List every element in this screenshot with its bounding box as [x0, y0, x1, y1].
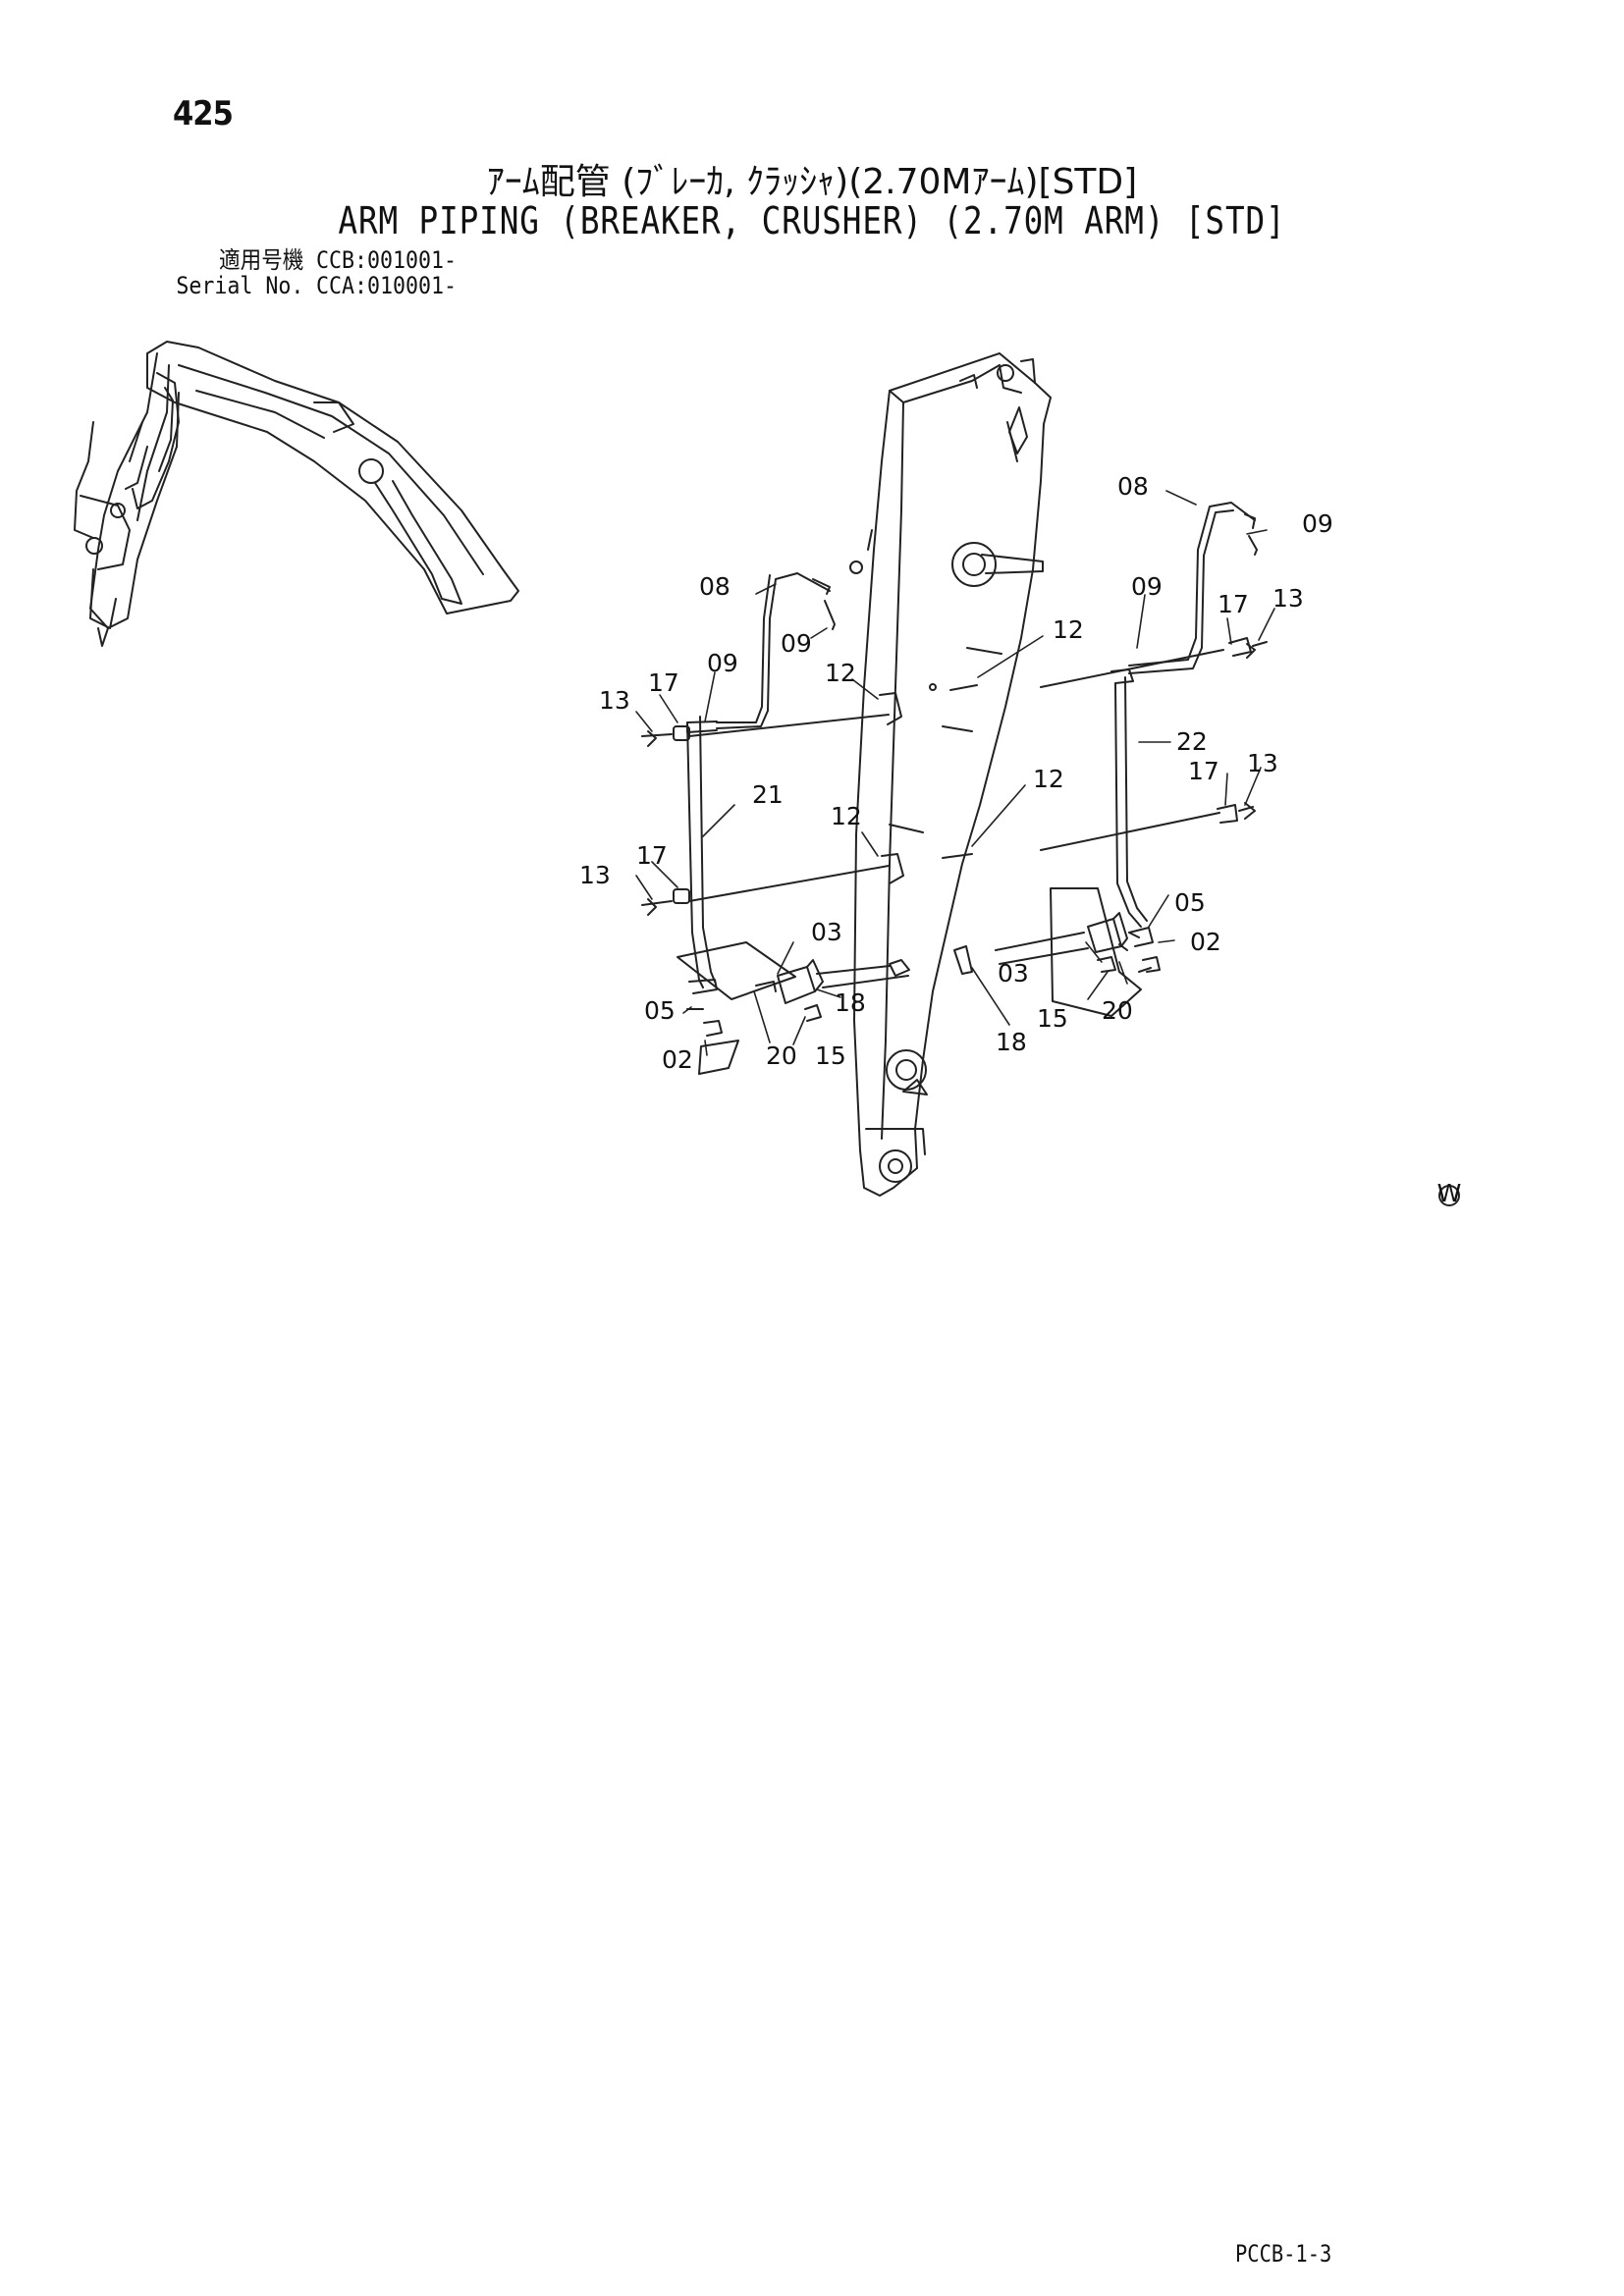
- callout-label: 22: [1176, 727, 1208, 756]
- arm-drawing: [849, 352, 1052, 1197]
- callout-label: 17: [648, 668, 679, 697]
- serial-value: CCB:001001-: [316, 246, 458, 274]
- callout-label: 08: [699, 572, 731, 601]
- callout-label: 13: [599, 686, 630, 715]
- right-piping-assembly: [953, 502, 1268, 1017]
- callout-label: 13: [1247, 749, 1278, 777]
- callout-label: 03: [811, 918, 842, 946]
- callout-label: 02: [662, 1045, 693, 1074]
- serial-label: 適用号機: [219, 246, 304, 274]
- title-japanese: ｱｰﾑ配管 (ﾌﾞﾚｰｶ, ｸﾗｯｼｬ)(2.70Mｱｰﾑ)[STD]: [486, 162, 1138, 202]
- callout-labels: 08 09 13 17 09 12 21 12 13 17 03 18 05 0…: [579, 472, 1333, 1074]
- registration-mark-circle: [1438, 1185, 1460, 1206]
- serial-row-applicable: 適用号機 CCB:001001-: [157, 247, 457, 273]
- page-number: 425: [173, 94, 234, 133]
- machine-thumbnail: [74, 341, 519, 647]
- callout-label: 05: [1174, 888, 1206, 917]
- serial-label: Serial No.: [176, 272, 304, 299]
- callout-label: 20: [1102, 996, 1133, 1025]
- callout-label: 18: [996, 1028, 1027, 1056]
- callout-label: 17: [636, 841, 668, 870]
- callout-label: 15: [815, 1041, 846, 1070]
- callout-label: 09: [1131, 572, 1163, 601]
- callout-label: 12: [825, 659, 856, 687]
- callout-label: 12: [831, 802, 862, 830]
- callout-label: 17: [1218, 590, 1249, 618]
- callout-label: 20: [766, 1041, 797, 1070]
- title-english: ARM PIPING (BREAKER, CRUSHER) (2.70M ARM…: [338, 199, 1286, 242]
- callout-label: 18: [835, 988, 866, 1017]
- leader-lines: [635, 490, 1275, 1056]
- callout-label: 13: [1272, 584, 1304, 613]
- footer-code: PCCB-1-3: [1235, 2240, 1332, 2268]
- callout-label: 09: [707, 649, 738, 677]
- callout-label: 09: [781, 629, 812, 658]
- callout-label: 21: [752, 780, 784, 809]
- serial-row-serial-no: Serial No. CCA:010001-: [157, 273, 457, 298]
- serial-value: CCA:010001-: [316, 272, 458, 299]
- callout-label: 09: [1302, 509, 1333, 538]
- callout-label: 05: [644, 996, 676, 1025]
- parts-diagram: W 08 09 13 17 09 12 21 12 13 17 03 18 05…: [74, 341, 1462, 1207]
- left-piping-assembly: [641, 572, 978, 1075]
- callout-label: 02: [1190, 928, 1221, 956]
- callout-label: 12: [1053, 615, 1084, 644]
- registration-mark-letter: W: [1437, 1179, 1462, 1207]
- callout-label: 15: [1037, 1004, 1068, 1033]
- callout-label: 12: [1033, 765, 1064, 793]
- callout-label: 03: [998, 959, 1029, 988]
- callout-label: 17: [1188, 757, 1219, 785]
- callout-label: 08: [1117, 472, 1149, 501]
- callout-label: 13: [579, 861, 611, 889]
- serial-info: 適用号機 CCB:001001- Serial No. CCA:010001-: [157, 247, 457, 298]
